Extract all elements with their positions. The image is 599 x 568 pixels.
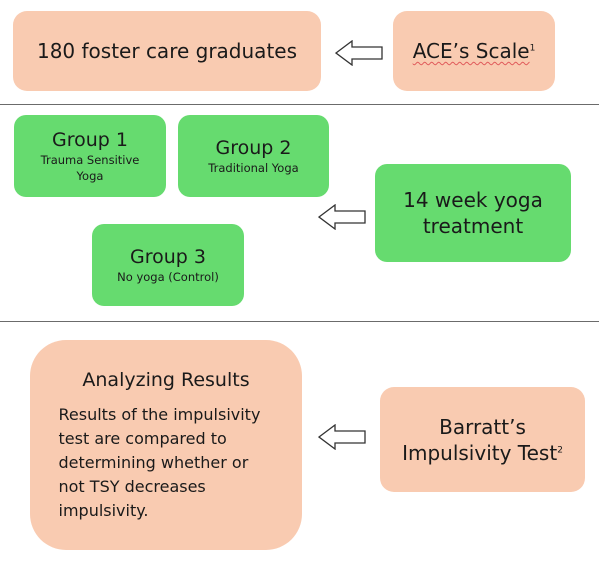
group-2-subtitle: Traditional Yoga <box>208 161 299 175</box>
graduates-box: 180 foster care graduates <box>13 11 321 91</box>
graduates-label: 180 foster care graduates <box>36 39 298 63</box>
analysis-title: Analyzing Results <box>82 369 250 391</box>
ace-scale-box: ACE’s Scale1 <box>393 11 555 91</box>
group-3-box: Group 3 No yoga (Control) <box>92 224 244 306</box>
group-3-title: Group 3 <box>130 246 206 268</box>
barratt-box: Barratt’s Impulsivity Test2 <box>380 387 585 492</box>
group-1-title: Group 1 <box>52 129 128 151</box>
group-2-title: Group 2 <box>215 137 292 159</box>
treatment-label: 14 week yoga treatment <box>403 188 543 238</box>
group-1-subtitle: Trauma Sensitive Yoga <box>40 153 140 183</box>
ace-scale-text: ACE’s Scale <box>412 39 530 63</box>
arrow-left-icon <box>335 40 383 66</box>
ace-footnote: 1 <box>529 43 536 54</box>
ace-scale-label: ACE’s Scale1 <box>413 38 536 64</box>
analysis-body: Results of the impulsivity test are comp… <box>58 405 261 520</box>
arrow-left-icon <box>318 424 366 450</box>
analysis-box: Analyzing Results Results of the impulsi… <box>30 340 302 550</box>
divider-1 <box>0 104 599 105</box>
arrow-left-icon <box>318 204 366 230</box>
group-2-box: Group 2 Traditional Yoga <box>178 115 329 197</box>
group-1-box: Group 1 Trauma Sensitive Yoga <box>14 115 166 197</box>
barratt-line-1: Barratt’s <box>439 414 526 439</box>
divider-2 <box>0 321 599 322</box>
group-3-subtitle: No yoga (Control) <box>117 270 219 284</box>
treatment-box: 14 week yoga treatment <box>375 164 571 262</box>
barratt-footnote: 2 <box>557 444 563 455</box>
barratt-line-2: Impulsivity Test2 <box>402 440 563 466</box>
barratt-line-2-text: Impulsivity Test <box>402 440 558 465</box>
